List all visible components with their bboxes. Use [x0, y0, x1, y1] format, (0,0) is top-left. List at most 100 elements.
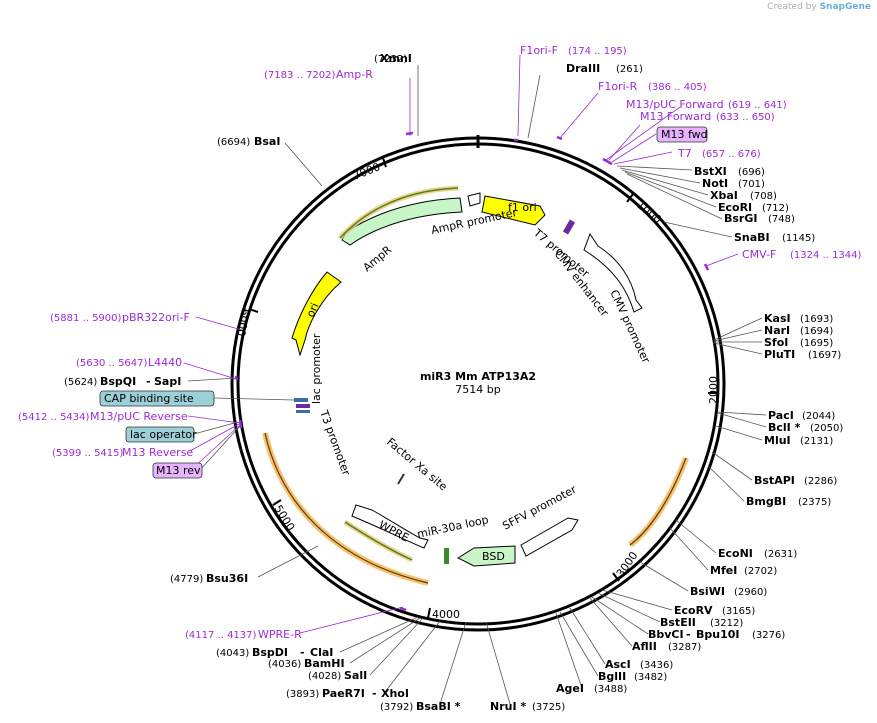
leader	[369, 617, 424, 676]
orange-arc-right	[628, 456, 689, 548]
tick-label: 1000	[634, 198, 664, 226]
site-pos: (3893)	[286, 689, 319, 700]
leader	[705, 253, 739, 267]
site-pos: (748)	[768, 214, 795, 225]
site-pos: (1145)	[782, 233, 815, 244]
cap-binding-label: CAP binding site	[104, 392, 194, 405]
t7-mark	[562, 219, 576, 235]
leader	[626, 173, 723, 220]
tick-mark	[248, 308, 259, 313]
primer-m13-reverse: M13 Reverse	[122, 446, 193, 459]
leader	[619, 167, 701, 184]
leader	[284, 142, 323, 187]
leader	[717, 411, 767, 416]
primer-mark	[556, 135, 563, 141]
primer-range: (7183 .. 7202)	[264, 70, 336, 81]
site-pos: (4779)	[170, 574, 203, 585]
primer-m13-forward: M13 Forward	[640, 110, 711, 123]
site-pos: (2702)	[744, 566, 777, 577]
feature-t3-promoter: T3 promoter	[317, 408, 353, 478]
m13-fwd-label: M13 fwd	[661, 128, 708, 141]
site-bspdi: BspDI	[252, 646, 288, 659]
site-pos: (3488)	[594, 684, 627, 695]
leader	[715, 425, 763, 441]
primer-mark	[234, 375, 239, 381]
snapgene-logo: SnapGene	[819, 2, 871, 12]
m13-rev-mark	[296, 404, 310, 408]
leader	[257, 545, 319, 578]
leader	[193, 421, 239, 435]
leader	[439, 621, 467, 705]
feature-arrow	[467, 192, 481, 207]
f1-ori-arrow	[481, 195, 546, 226]
leader	[384, 620, 441, 693]
site-agei: AgeI	[556, 682, 584, 695]
site-sep: -	[372, 687, 377, 700]
feature-bsd: BSD	[482, 550, 505, 563]
leader	[597, 592, 661, 623]
primer-l4440: L4440	[148, 356, 182, 369]
site-nari: NarI	[764, 324, 790, 337]
m13-rev-label: M13 rev	[156, 464, 201, 477]
bsd-arrow	[456, 545, 516, 567]
primer-pbr322ori-f: pBR322ori-F	[122, 311, 190, 324]
leader	[199, 425, 241, 471]
m13-rev-box	[152, 462, 203, 479]
leader	[187, 415, 241, 424]
leader	[299, 606, 404, 634]
site-pos: (708)	[750, 191, 777, 202]
credit-prefix: Created by	[767, 2, 817, 12]
wpre-strand	[344, 521, 413, 561]
site-sep: -	[146, 375, 151, 388]
primer-range: (619 .. 641)	[728, 100, 787, 111]
leader	[717, 412, 767, 428]
site-bspqi: BspQI	[100, 375, 136, 388]
leader	[601, 589, 673, 611]
site-pos: (4043)	[216, 648, 249, 659]
site-bsai: BsaI	[254, 135, 280, 148]
leader	[613, 151, 673, 165]
site-pos: (3276)	[752, 630, 785, 641]
feature-boxes: M13 fwd M13 rev CAP binding site lac ope…	[99, 126, 708, 479]
leader	[675, 519, 717, 554]
site-pos: (3436)	[640, 660, 673, 671]
leader	[611, 133, 657, 163]
leader	[608, 124, 641, 161]
primer-t7: T7	[677, 147, 692, 160]
leader	[624, 171, 717, 208]
orange-arc-right-strand	[629, 457, 687, 546]
lac-operator-mark	[294, 398, 308, 402]
site-bglii: BglII	[598, 670, 626, 683]
site-sep: -	[300, 646, 305, 659]
site-bsiwi: BsiWI	[690, 585, 725, 598]
site-pos: (696)	[738, 167, 765, 178]
tick-label: 7000	[351, 160, 382, 183]
site-econi: EcoNI	[718, 547, 753, 560]
site-bbvci: BbvCI	[648, 628, 684, 641]
site-pos: (2960)	[734, 587, 767, 598]
site-bsu36i: Bsu36I	[206, 572, 248, 585]
ampr-arrow	[341, 197, 463, 246]
site-sfoi: SfoI	[764, 336, 788, 349]
site-clai: ClaI	[310, 646, 333, 659]
leader	[616, 165, 693, 171]
site-paer7i: PaeR7I	[322, 687, 365, 700]
site-pos: (3165)	[722, 606, 755, 617]
site-pos: (701)	[738, 179, 765, 190]
tick-mark	[626, 193, 634, 203]
site-ecori: EcoRI	[718, 201, 752, 214]
leader	[663, 221, 733, 238]
primer-labels: F1ori-F (174 .. 195) F1ori-R (386 .. 405…	[18, 44, 862, 641]
leader	[639, 561, 689, 592]
m13-fwd-box	[656, 126, 708, 143]
tick-mark	[382, 157, 387, 168]
tick-label: 4000	[432, 608, 460, 621]
primer-mark	[238, 419, 243, 429]
site-kasi: KasI	[764, 312, 791, 325]
leader	[559, 611, 599, 677]
leader	[183, 362, 237, 380]
site-pos: (6694)	[217, 137, 250, 148]
site-pos: (1693)	[800, 314, 833, 325]
leader	[621, 169, 709, 196]
site-draiii: DraIII	[566, 62, 600, 75]
